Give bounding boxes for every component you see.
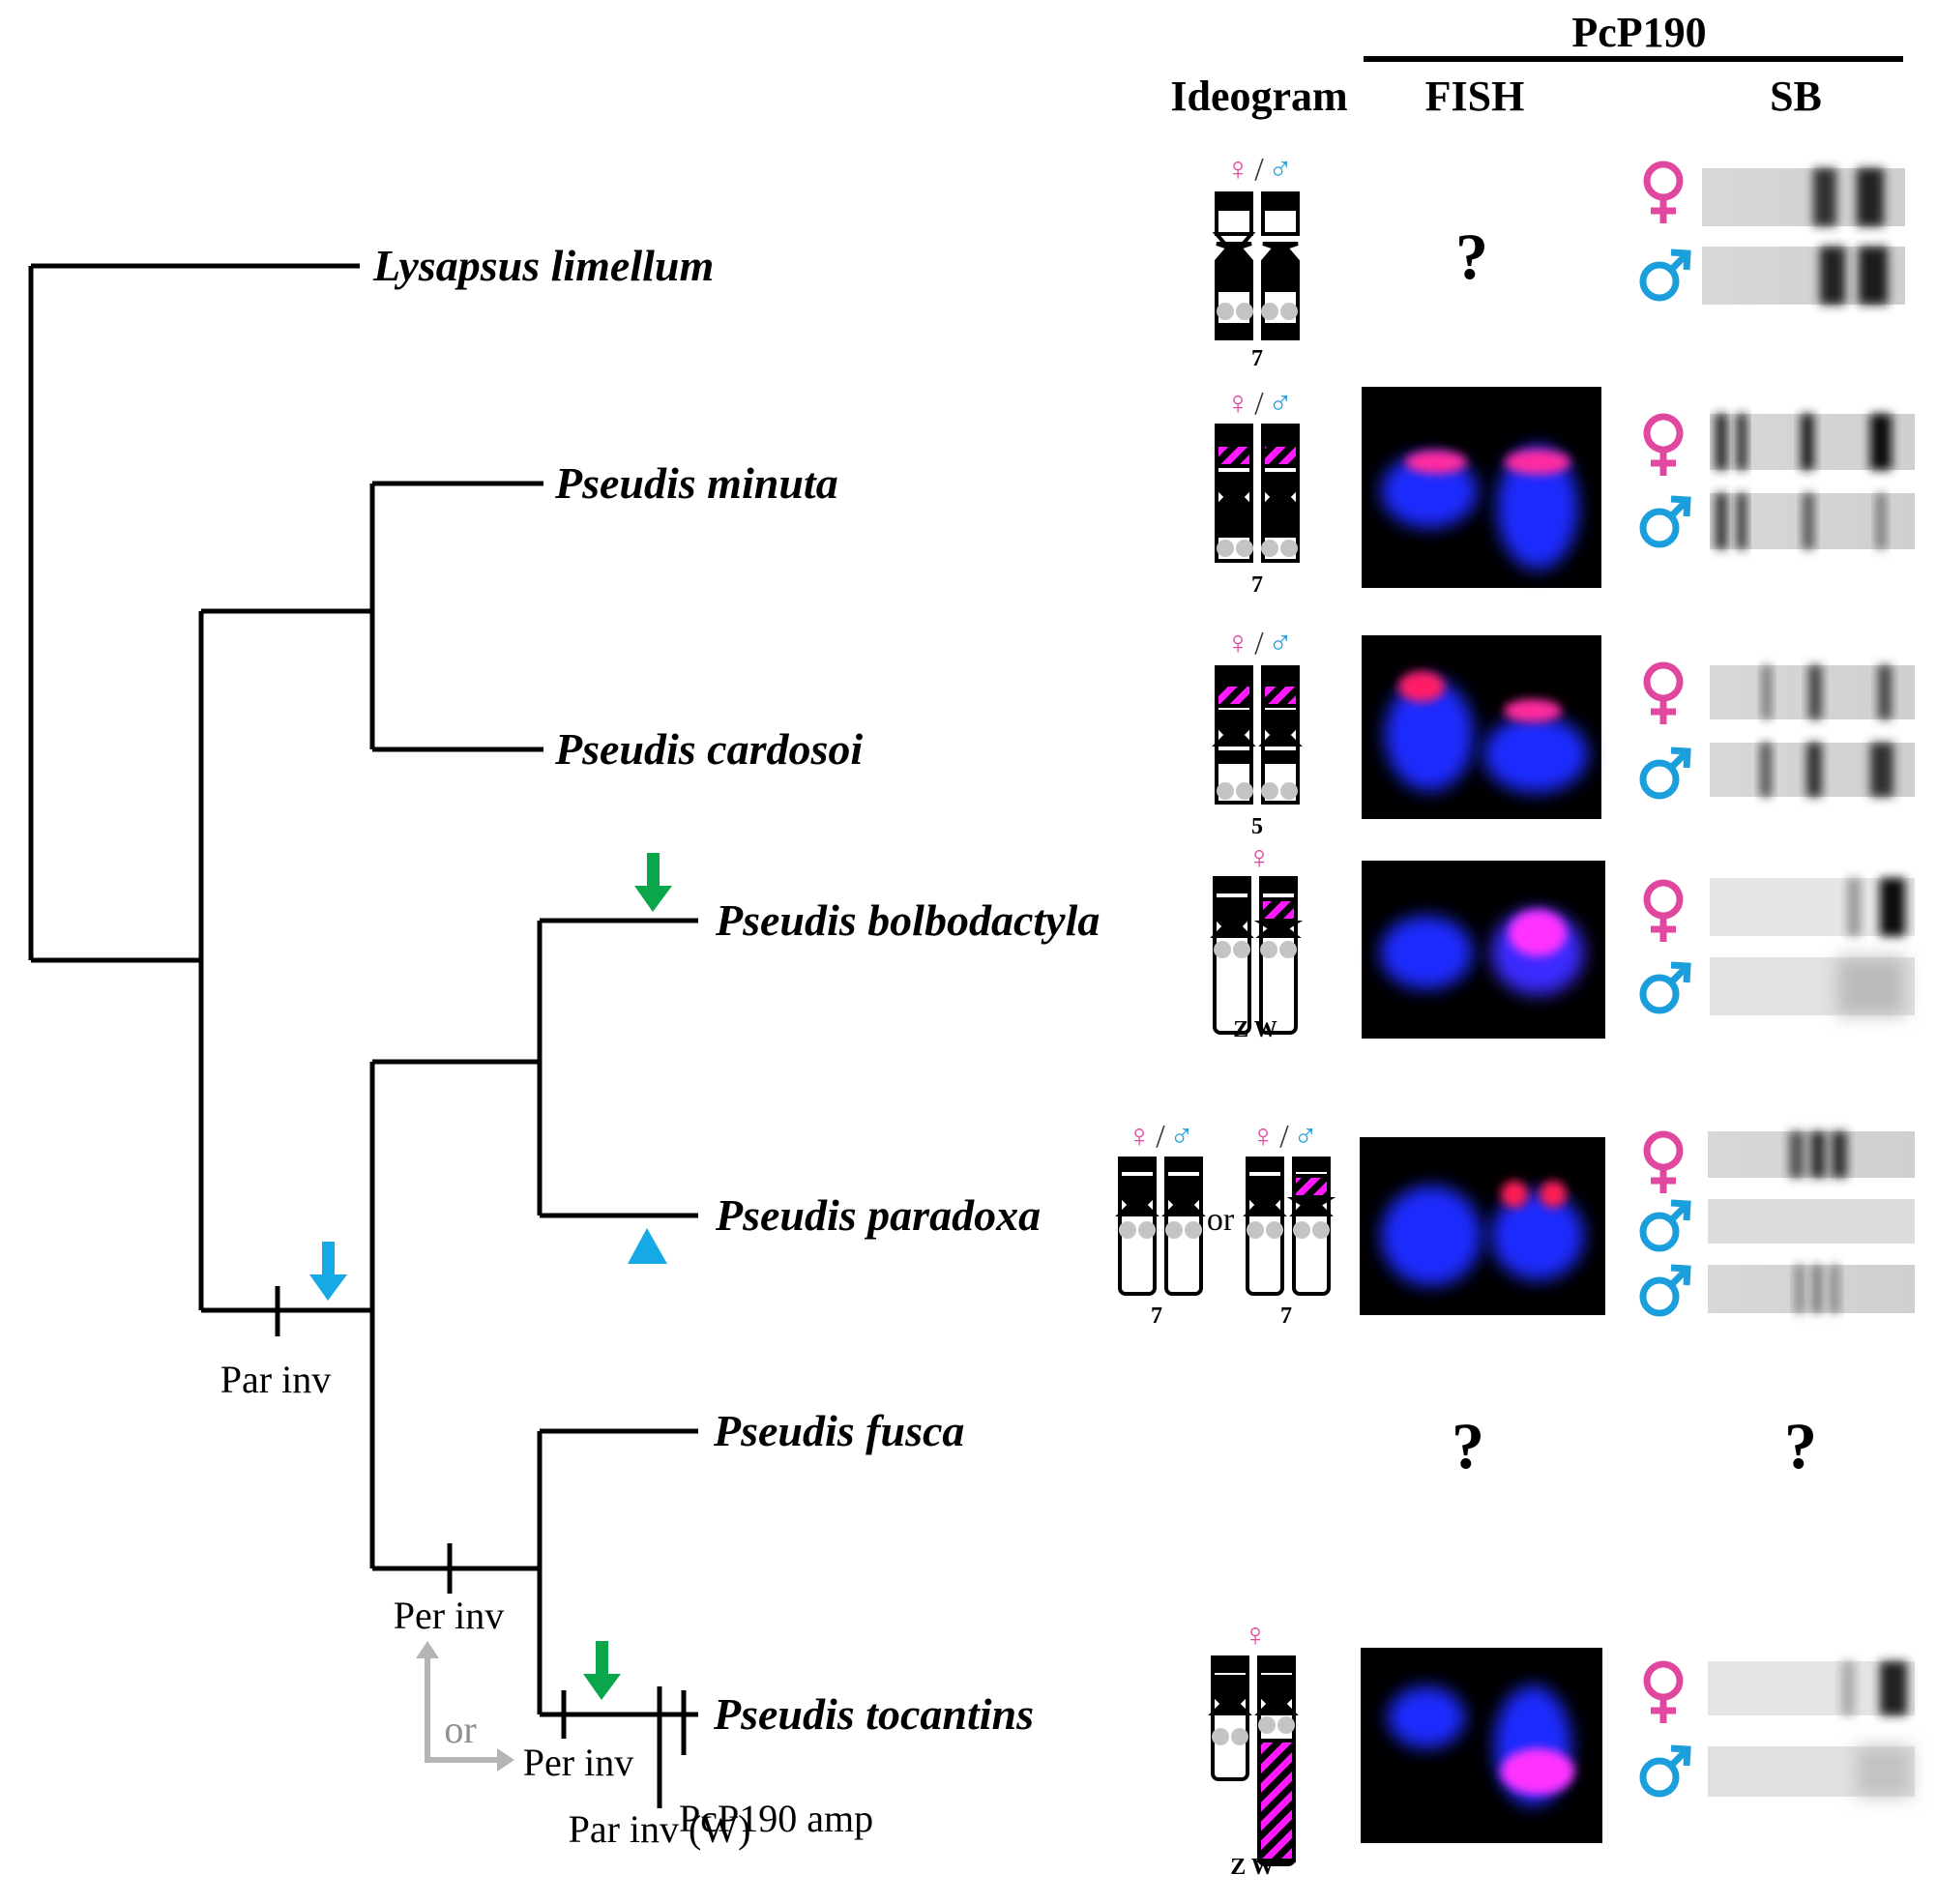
sb-row-bolbodactyla bbox=[1643, 878, 1915, 1015]
male-icon bbox=[1643, 252, 1688, 298]
sb-unknown: ? bbox=[1784, 1409, 1817, 1482]
tree-markers bbox=[309, 853, 672, 1772]
sb-row-tocantins bbox=[1643, 1661, 1915, 1797]
ideogram-paradoxa: ♀ / ♂ ♀ / ♂ or 7 7 bbox=[1115, 1119, 1336, 1329]
fish-panel-tocantins bbox=[1361, 1648, 1602, 1843]
chromosome-number: 5 bbox=[1251, 814, 1263, 839]
svg-text:/: / bbox=[1156, 1119, 1165, 1155]
fusca-tocantins-branch bbox=[537, 1428, 698, 1717]
species-name: Pseudis bolbodactyla bbox=[715, 895, 1100, 945]
svg-text:♀: ♀ bbox=[1250, 1119, 1276, 1155]
species-name: Pseudis tocantins bbox=[713, 1689, 1034, 1739]
event-amp: PcP190 amp bbox=[679, 1797, 873, 1840]
chromosome-pair bbox=[1212, 191, 1300, 340]
fish-unknown: ? bbox=[1452, 1409, 1484, 1482]
svg-text:/: / bbox=[1254, 626, 1264, 661]
svg-text:♀: ♀ bbox=[1225, 386, 1250, 422]
female-icon bbox=[1647, 164, 1680, 223]
sb-row-cardosoi bbox=[1643, 665, 1915, 797]
ideogram-lysapsus: ♀ / ♂ 7 bbox=[1212, 152, 1300, 371]
fish-header: FISH bbox=[1425, 73, 1525, 120]
chromosome-number: 7 bbox=[1251, 572, 1263, 598]
svg-text:♀: ♀ bbox=[1225, 626, 1250, 661]
species-name: Pseudis paradoxa bbox=[715, 1190, 1041, 1240]
ideogram-bolbodactyla: ♀ Z W bbox=[1210, 840, 1304, 1042]
fish-panel-paradoxa bbox=[1360, 1137, 1605, 1315]
chromosome-number: 7 bbox=[1251, 346, 1263, 371]
ideogram-cardosoi: ♀ / ♂ 5 bbox=[1212, 626, 1303, 839]
chromosome-number: 7 bbox=[1280, 1304, 1292, 1329]
header: PcP190 Ideogram FISH SB bbox=[1170, 9, 1903, 120]
svg-text:/: / bbox=[1279, 1119, 1289, 1155]
gray-or-arrow-icon bbox=[416, 1641, 514, 1772]
female-symbol: ♀ bbox=[1247, 840, 1272, 876]
ideogram-tocantins: ♀ Z W bbox=[1208, 1618, 1299, 1880]
event-par-inv-w: Par inv (W) bbox=[569, 1807, 751, 1851]
fish-panel-minuta bbox=[1362, 387, 1601, 588]
sex-symbols: ♀ / ♂ bbox=[1225, 386, 1293, 422]
green-arrow-icon bbox=[583, 1641, 621, 1700]
svg-text:♂: ♂ bbox=[1293, 1119, 1318, 1155]
species-name: Pseudis fusca bbox=[713, 1406, 964, 1455]
fish-panel-cardosoi bbox=[1362, 635, 1601, 819]
event-labels: Par inv Per inv or Per inv PcP190 amp Pa… bbox=[220, 1358, 873, 1851]
sb-row-paradoxa bbox=[1643, 1131, 1915, 1313]
root-branch bbox=[28, 263, 360, 963]
event-per-inv-2: Per inv bbox=[523, 1741, 633, 1784]
svg-text:♀: ♀ bbox=[1127, 1119, 1152, 1155]
ideogram-header: Ideogram bbox=[1170, 73, 1347, 120]
bolbodactyla-paradoxa-branch bbox=[537, 918, 698, 1218]
sex-symbols: ♀ / ♂ bbox=[1225, 152, 1293, 188]
event-per-inv-1: Per inv bbox=[394, 1594, 504, 1637]
svg-text:♀: ♀ bbox=[1225, 152, 1250, 188]
sb-header: SB bbox=[1770, 73, 1822, 120]
fish-panel-bolbodactyla bbox=[1362, 861, 1605, 1039]
sex-symbols: ♀ / ♂ bbox=[1225, 626, 1293, 661]
nor-dots bbox=[1217, 303, 1298, 320]
svg-text:♂: ♂ bbox=[1268, 386, 1293, 422]
chromosome-number: 7 bbox=[1151, 1304, 1162, 1329]
svg-text:♂: ♂ bbox=[1268, 152, 1293, 188]
species-name: Pseudis cardosoi bbox=[554, 724, 863, 774]
species-name: Lysapsus limellum bbox=[372, 241, 714, 290]
event-par-inv: Par inv bbox=[220, 1358, 331, 1401]
green-arrow-icon bbox=[634, 853, 672, 912]
gene-header: PcP190 bbox=[1571, 9, 1706, 56]
svg-text:/: / bbox=[1254, 152, 1264, 188]
svg-text:♂: ♂ bbox=[1268, 626, 1293, 661]
sex-symbols: ♀ / ♂ ♀ / ♂ bbox=[1127, 1119, 1318, 1155]
blue-arrow-icon bbox=[309, 1242, 347, 1301]
species-labels: Lysapsus limellum Pseudis minuta Pseudis… bbox=[372, 241, 1100, 1739]
event-or: or bbox=[444, 1708, 476, 1751]
svg-text:/: / bbox=[1254, 386, 1264, 422]
chromosome-label: Z W bbox=[1233, 1017, 1277, 1042]
pseudis-branch bbox=[198, 608, 372, 1313]
blue-triangle-icon bbox=[628, 1228, 667, 1264]
sb-row-lysapsus bbox=[1643, 164, 1905, 305]
fish-unknown: ? bbox=[1455, 220, 1488, 293]
lower-clade-branch bbox=[369, 1059, 540, 1571]
phylogenetic-tree bbox=[28, 263, 698, 1808]
sb-column: ? bbox=[1643, 164, 1915, 1797]
chromosome-label: Z W bbox=[1230, 1855, 1275, 1880]
female-symbol: ♀ bbox=[1243, 1618, 1268, 1654]
sb-row-minuta bbox=[1643, 414, 1915, 549]
ideogram-minuta: ♀ / ♂ 7 bbox=[1215, 386, 1300, 598]
species-name: Pseudis minuta bbox=[554, 458, 838, 508]
or-label: or bbox=[1207, 1202, 1235, 1238]
svg-text:♂: ♂ bbox=[1169, 1119, 1194, 1155]
minuta-cardosoi-branch bbox=[369, 481, 543, 752]
